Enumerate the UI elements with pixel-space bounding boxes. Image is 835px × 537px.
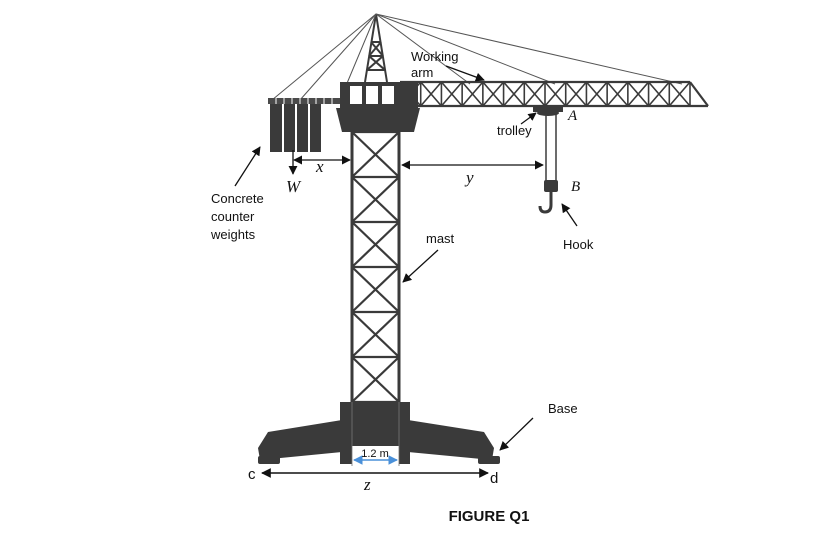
callout-trolley: trolley: [497, 112, 537, 138]
weight-label: W: [286, 177, 302, 196]
weight-force: W: [286, 150, 302, 196]
lattice-member: [351, 266, 400, 313]
counterweights-label-1: Concrete: [211, 191, 264, 206]
callout-working-arm: Working arm: [411, 49, 485, 82]
lattice-member: [351, 131, 400, 178]
counterweights-label-2: counter: [211, 209, 255, 224]
lattice-member: [565, 81, 588, 107]
callout-counterweights: Concrete counter weights: [210, 146, 264, 242]
lattice-member: [502, 81, 525, 107]
dist-x-label: x: [315, 157, 324, 176]
point-c-label: c: [248, 466, 256, 483]
base-width-label: 1.2 m: [361, 448, 389, 460]
working-arm-label-2: arm: [411, 65, 433, 80]
lattice-member: [351, 221, 400, 268]
pendant-cables: [271, 13, 683, 101]
lattice-member: [351, 356, 400, 403]
dimension-x: x: [293, 155, 351, 176]
trolley: [533, 106, 563, 116]
lattice-member: [351, 311, 400, 358]
tower-cap: [364, 13, 388, 83]
trolley-label: trolley: [497, 123, 532, 138]
lattice-member: [668, 81, 691, 107]
lattice-member: [482, 81, 505, 107]
point-a-label: A: [567, 108, 578, 124]
lattice-member: [399, 81, 422, 107]
lattice-member: [544, 81, 567, 107]
lattice-member: [461, 81, 484, 107]
base-label: Base: [548, 401, 578, 416]
dist-y-label: y: [464, 168, 474, 187]
callout-base: Base: [499, 401, 578, 451]
working-arm: [399, 80, 709, 108]
figure-caption: FIGURE Q1: [448, 508, 530, 525]
point-d-label: d: [490, 470, 498, 487]
callout-hook: Hook: [561, 203, 594, 252]
lattice-member: [606, 81, 629, 107]
lattice-member: [585, 81, 608, 107]
lattice-member: [627, 81, 650, 107]
point-b-label: B: [571, 179, 580, 195]
working-arm-label-1: Working: [411, 49, 458, 64]
lattice-member: [440, 81, 463, 107]
counter-weights: [270, 104, 321, 152]
lattice-member: [647, 81, 670, 107]
hook-assembly: [538, 114, 558, 214]
mast-label: mast: [426, 231, 455, 246]
lattice-member: [420, 81, 443, 107]
hook-label: Hook: [563, 237, 594, 252]
dimension-z: c d z: [248, 466, 498, 494]
crane-cab: [336, 82, 420, 132]
lattice-member: [351, 176, 400, 223]
dimension-base-width: 1.2 m: [351, 402, 400, 466]
counter-jib: [268, 98, 348, 104]
dimension-y: y: [401, 160, 544, 187]
mast: [350, 130, 401, 404]
dist-z-label: z: [363, 475, 371, 494]
counterweights-label-3: weights: [210, 227, 256, 242]
lattice-member: [523, 81, 546, 107]
callout-mast: mast: [402, 231, 455, 283]
